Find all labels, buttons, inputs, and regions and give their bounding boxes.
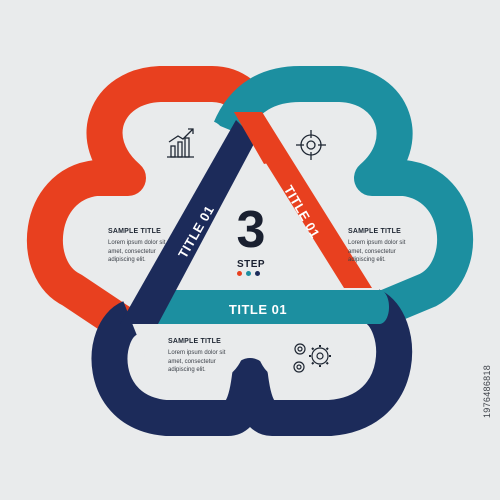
step-dots — [237, 271, 265, 277]
triangle-bands — [120, 112, 389, 324]
band-bottom-label: TITLE 01 — [229, 302, 287, 317]
dot-teal — [246, 271, 251, 276]
text-block-bottom: SAMPLE TITLE Lorem ipsum dolor sit amet,… — [168, 338, 238, 375]
teal-loop — [213, 66, 474, 327]
block-body: Lorem ipsum dolor sit amet, consectetur … — [348, 240, 406, 263]
hole-bottom-right — [256, 326, 356, 382]
band-bottom — [150, 290, 389, 324]
text-block-left: SAMPLE TITLE Lorem ipsum dolor sit amet,… — [108, 228, 178, 265]
block-title: SAMPLE TITLE — [108, 228, 161, 235]
block-body: Lorem ipsum dolor sit amet, consectetur … — [168, 350, 226, 373]
band-left — [120, 120, 256, 324]
petal-holes — [83, 120, 418, 382]
growth-chart-icon — [167, 128, 194, 158]
hole-bottom-left — [144, 326, 246, 382]
hole-left — [83, 214, 170, 278]
navy-loop — [91, 289, 413, 436]
hole-right — [330, 214, 418, 278]
block-body: Lorem ipsum dolor sit amet, consectetur … — [108, 240, 166, 263]
step-number: 3 — [236, 201, 266, 259]
block-title: SAMPLE TITLE — [348, 228, 401, 235]
text-block-right: SAMPLE TITLE Lorem ipsum dolor sit amet,… — [348, 228, 418, 265]
step-label: STEP — [236, 259, 266, 270]
red-loop — [26, 66, 274, 341]
dot-navy — [255, 271, 260, 276]
band-right-top — [234, 112, 290, 164]
block-title: SAMPLE TITLE — [168, 338, 221, 345]
target-icon — [296, 130, 326, 160]
stock-id: 1976486818 — [482, 364, 492, 418]
gears-icon — [293, 343, 331, 373]
dot-red — [237, 271, 242, 276]
